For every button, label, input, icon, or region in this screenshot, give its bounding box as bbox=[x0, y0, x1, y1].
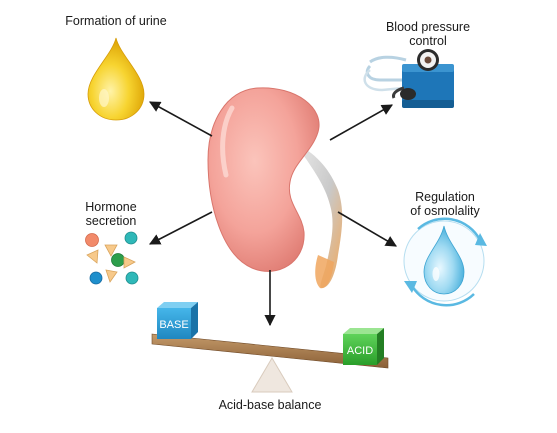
water-drop-icon bbox=[403, 217, 487, 307]
arrow-to-osmolality bbox=[337, 211, 397, 247]
arrow-to-urine bbox=[149, 101, 213, 137]
label-formation-of-urine: Formation of urine bbox=[65, 14, 167, 28]
base-box: BASE bbox=[157, 302, 198, 339]
acid-box: ACID bbox=[343, 328, 384, 365]
seesaw-icon bbox=[151, 333, 389, 393]
label-blood-pressure-control: Blood pressure control bbox=[385, 20, 471, 48]
base-label: BASE bbox=[159, 319, 188, 331]
label-acid-base-balance: Acid-base balance bbox=[218, 398, 322, 412]
arrow-to-hormone bbox=[149, 211, 213, 245]
label-regulation-of-osmolality: Regulation of osmolality bbox=[410, 190, 480, 218]
urine-drop-icon bbox=[87, 37, 145, 121]
arrow-to-blood-pressure bbox=[329, 104, 393, 141]
hormone-molecules-icon bbox=[85, 231, 139, 285]
kidney-icon bbox=[207, 87, 343, 289]
label-hormone-secretion: Hormone secretion bbox=[85, 200, 137, 228]
blood-pressure-cuff-icon bbox=[363, 49, 454, 108]
acid-label: ACID bbox=[347, 345, 373, 357]
